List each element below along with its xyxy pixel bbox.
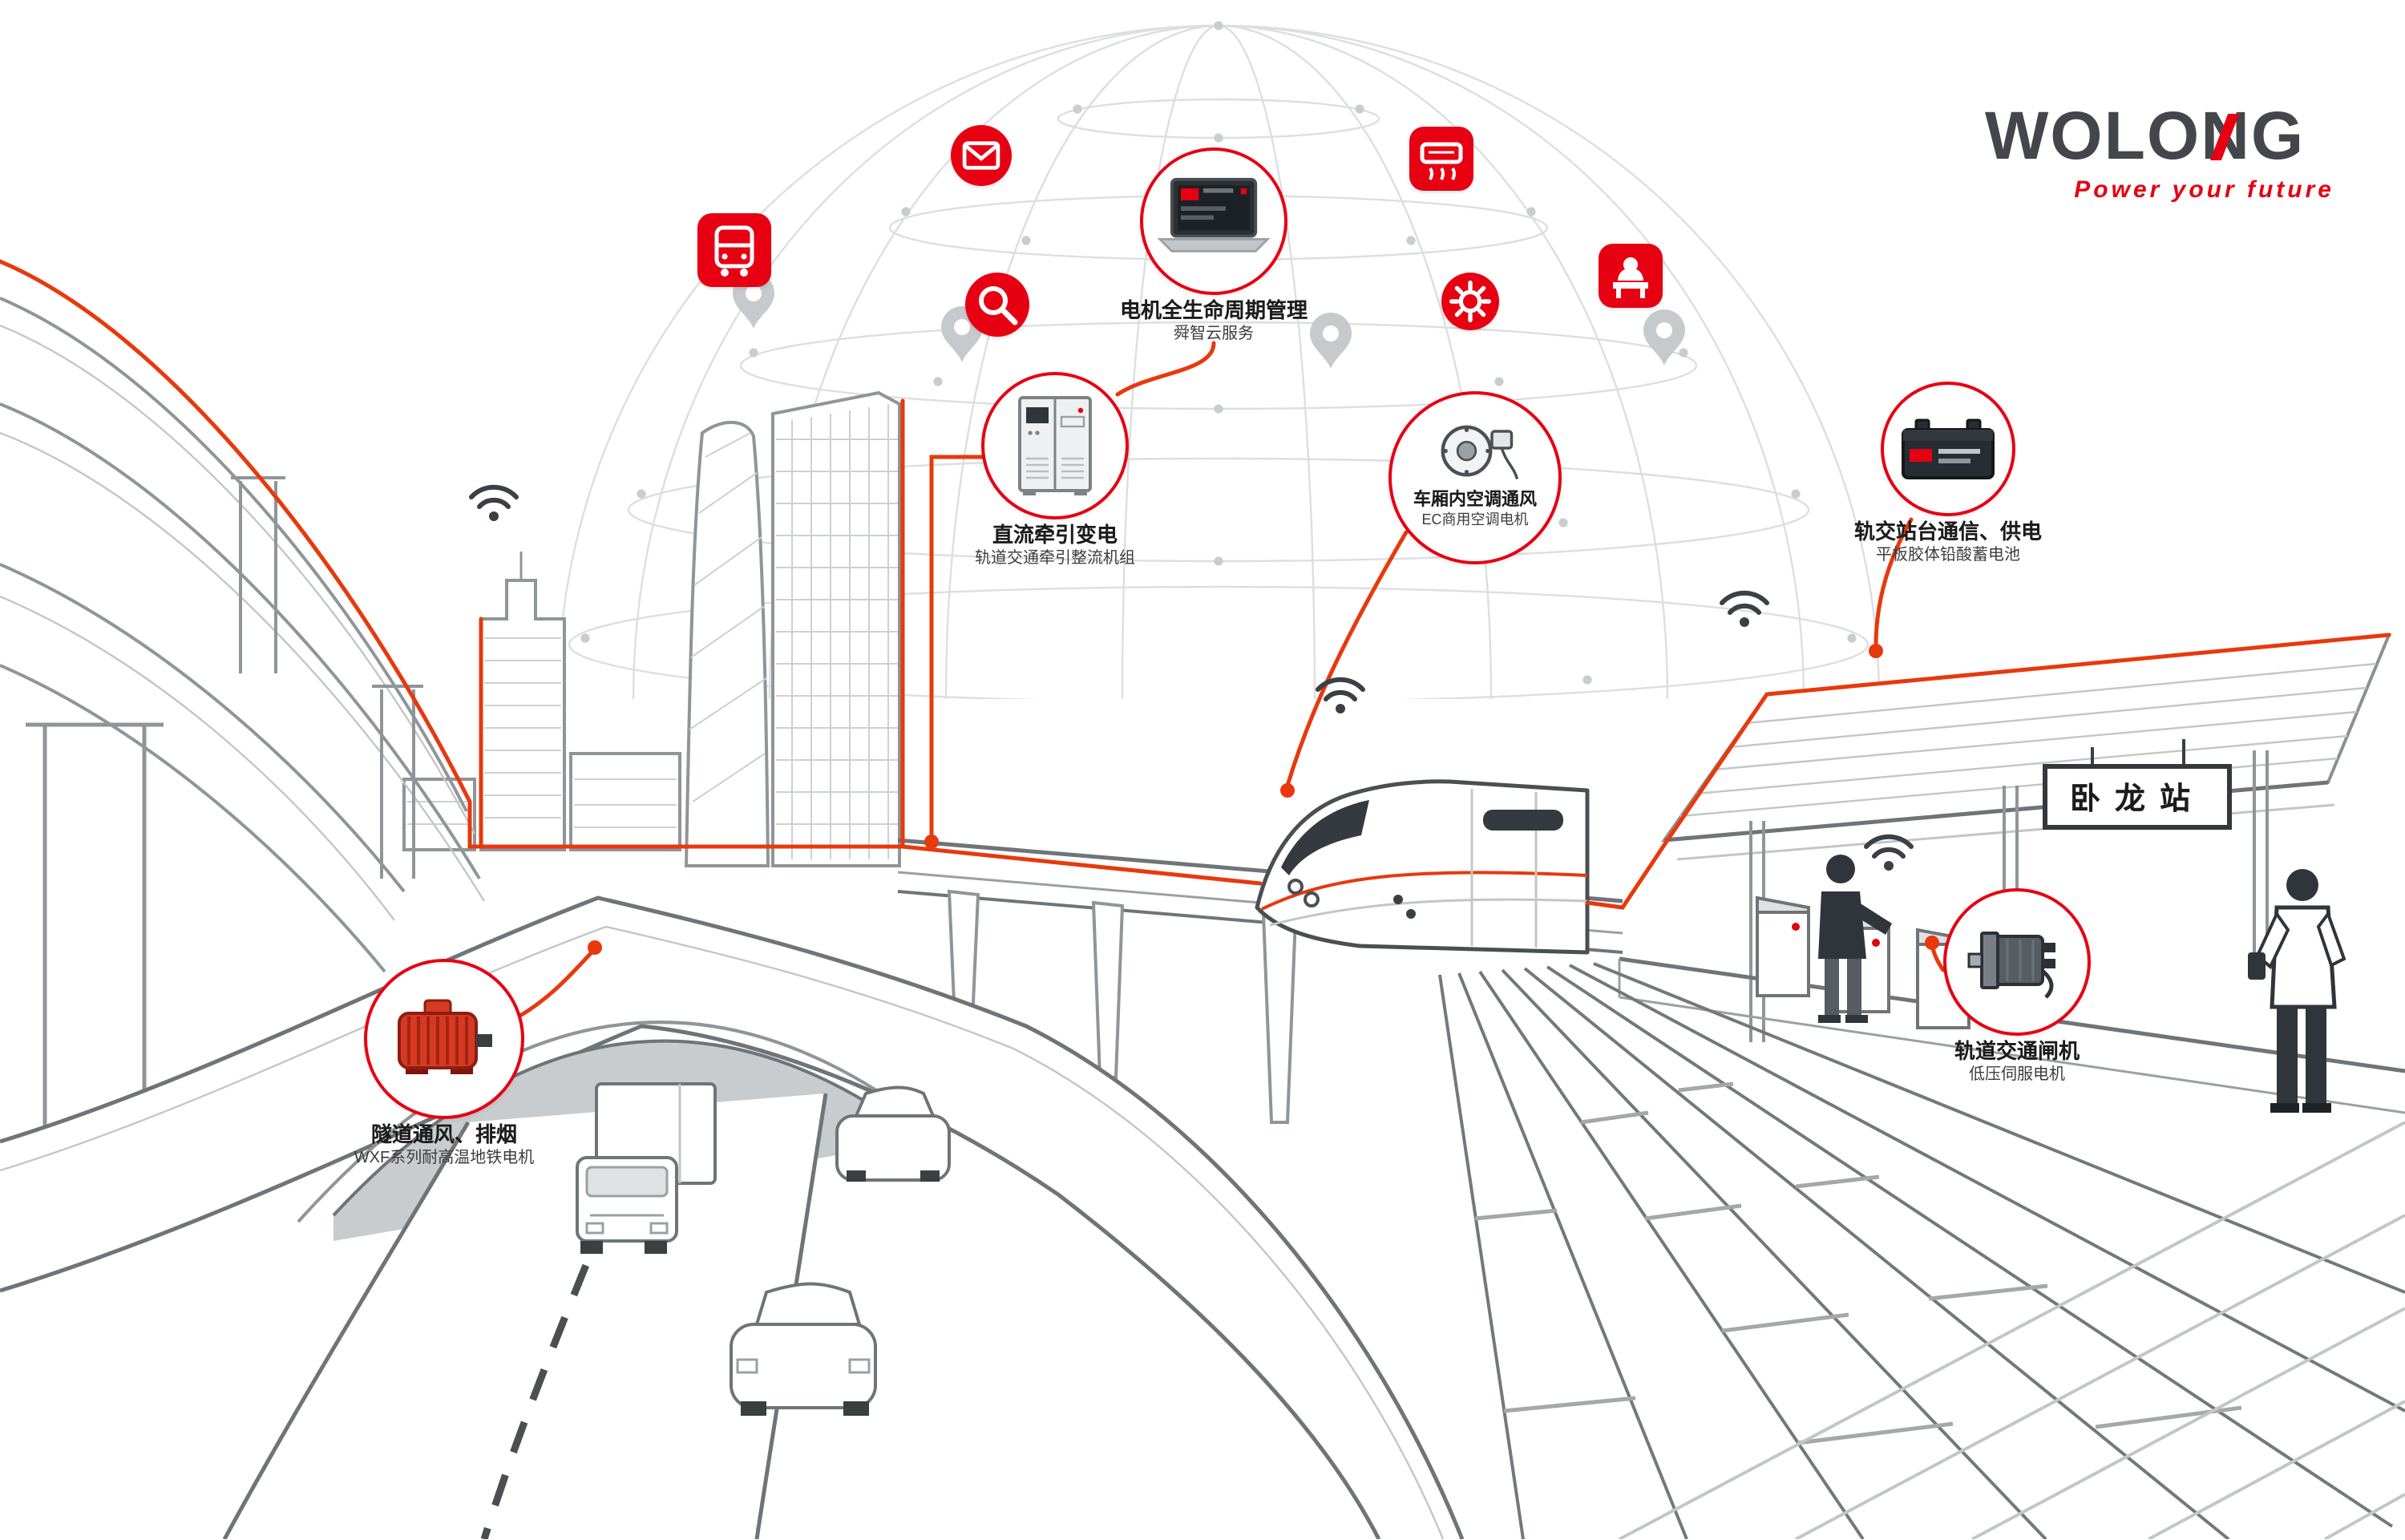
lifecycle-subtitle: 舜智云服务 xyxy=(1173,325,1254,343)
connector-hvac xyxy=(1285,530,1409,788)
label-tunnel: 隧道通风、排烟 WXF系列耐高温地铁电机 xyxy=(354,1122,534,1169)
passenger-tapping xyxy=(1818,855,1892,1023)
label-battery: 轨交站台通信、供电 平板胶体铅酸蓄电池 xyxy=(1854,519,2042,566)
search-icon xyxy=(965,273,1029,337)
ec-motor-image xyxy=(1441,425,1519,480)
route-dots xyxy=(588,644,1939,955)
connector-lifecycle xyxy=(1115,341,1216,397)
lifecycle-title: 电机全生命周期管理 xyxy=(1119,298,1308,322)
air-conditioner-icon xyxy=(1409,127,1473,191)
tram-bus-icon xyxy=(697,213,771,287)
wifi-icons xyxy=(469,484,1914,871)
elevated-highway xyxy=(0,297,486,1132)
car-front xyxy=(730,1282,877,1416)
truck xyxy=(576,1082,717,1254)
callout-tunnel xyxy=(364,959,524,1119)
connector-traction xyxy=(929,455,987,839)
rail-tracks xyxy=(1438,962,2405,1539)
red-route-line xyxy=(0,259,2391,1022)
gate-title: 轨道交通闸机 xyxy=(1954,1039,2080,1063)
servo-motor-image xyxy=(1967,932,2055,999)
vehicles xyxy=(576,1082,951,1416)
city-buildings xyxy=(402,390,901,867)
battery-title: 轨交站台通信、供电 xyxy=(1853,519,2043,544)
callout-hvac: 车厢内空调通风 EC商用空调电机 xyxy=(1388,391,1562,564)
gate-subtitle: 低压伺服电机 xyxy=(1968,1066,2065,1084)
connector-tunnel xyxy=(511,950,594,1022)
wifi-icon xyxy=(1316,677,1365,713)
service-desk-icon xyxy=(1599,244,1663,308)
crossing-stripes xyxy=(1619,1121,2405,1539)
dome-network xyxy=(557,21,1880,699)
hvac-subtitle: EC商用空调电机 xyxy=(1421,511,1529,527)
gear-icon xyxy=(1441,273,1499,330)
hvac-title: 车厢内空调通风 xyxy=(1413,491,1537,510)
battery-image xyxy=(1902,418,1995,479)
battery-subtitle: 平板胶体铅酸蓄电池 xyxy=(1875,547,2020,564)
callout-lifecycle xyxy=(1140,148,1287,295)
label-traction: 直流牵引变电 轨道交通牵引整流机组 xyxy=(975,523,1135,569)
station-sign: 卧龙站 xyxy=(2042,764,2233,830)
label-hvac: 车厢内空调通风 EC商用空调电机 xyxy=(1413,491,1537,529)
metro-motor-image xyxy=(398,999,492,1074)
traction-subtitle: 轨道交通牵引整流机组 xyxy=(975,550,1135,568)
wifi-icon xyxy=(469,484,519,521)
label-lifecycle: 电机全生命周期管理 舜智云服务 xyxy=(1120,298,1308,345)
traction-title: 直流牵引变电 xyxy=(992,523,1118,547)
turnstile-gates xyxy=(1756,895,1970,1029)
callout-traction xyxy=(981,372,1129,519)
label-gate: 轨道交通闸机 低压伺服电机 xyxy=(1954,1039,2080,1085)
car-small xyxy=(835,1085,951,1182)
side-windows xyxy=(1483,810,1563,831)
tunnel-subtitle: WXF系列耐高温地铁电机 xyxy=(354,1150,535,1167)
callout-battery xyxy=(1881,382,2015,516)
rail-ties xyxy=(1474,1081,2242,1445)
wifi-icon xyxy=(1720,590,1769,627)
logo-text: WOLONG xyxy=(1985,98,2306,173)
rectifier-cabinet-image xyxy=(1018,396,1092,495)
high-speed-train xyxy=(1255,779,1590,955)
windshield xyxy=(1281,800,1369,875)
tunnel-title: 隧道通风、排烟 xyxy=(370,1122,517,1146)
brand-tagline: Power your future xyxy=(2074,176,2334,204)
laptop-image xyxy=(1157,177,1271,253)
wifi-icon xyxy=(1864,834,1914,871)
passenger-phone xyxy=(2248,869,2346,1113)
overpass-road xyxy=(0,895,1465,1539)
mail-icon xyxy=(951,125,1012,186)
callout-gate xyxy=(1943,888,2091,1036)
connector-battery xyxy=(1873,517,1914,649)
wolong-logo: WOLONG xyxy=(1985,98,2334,173)
